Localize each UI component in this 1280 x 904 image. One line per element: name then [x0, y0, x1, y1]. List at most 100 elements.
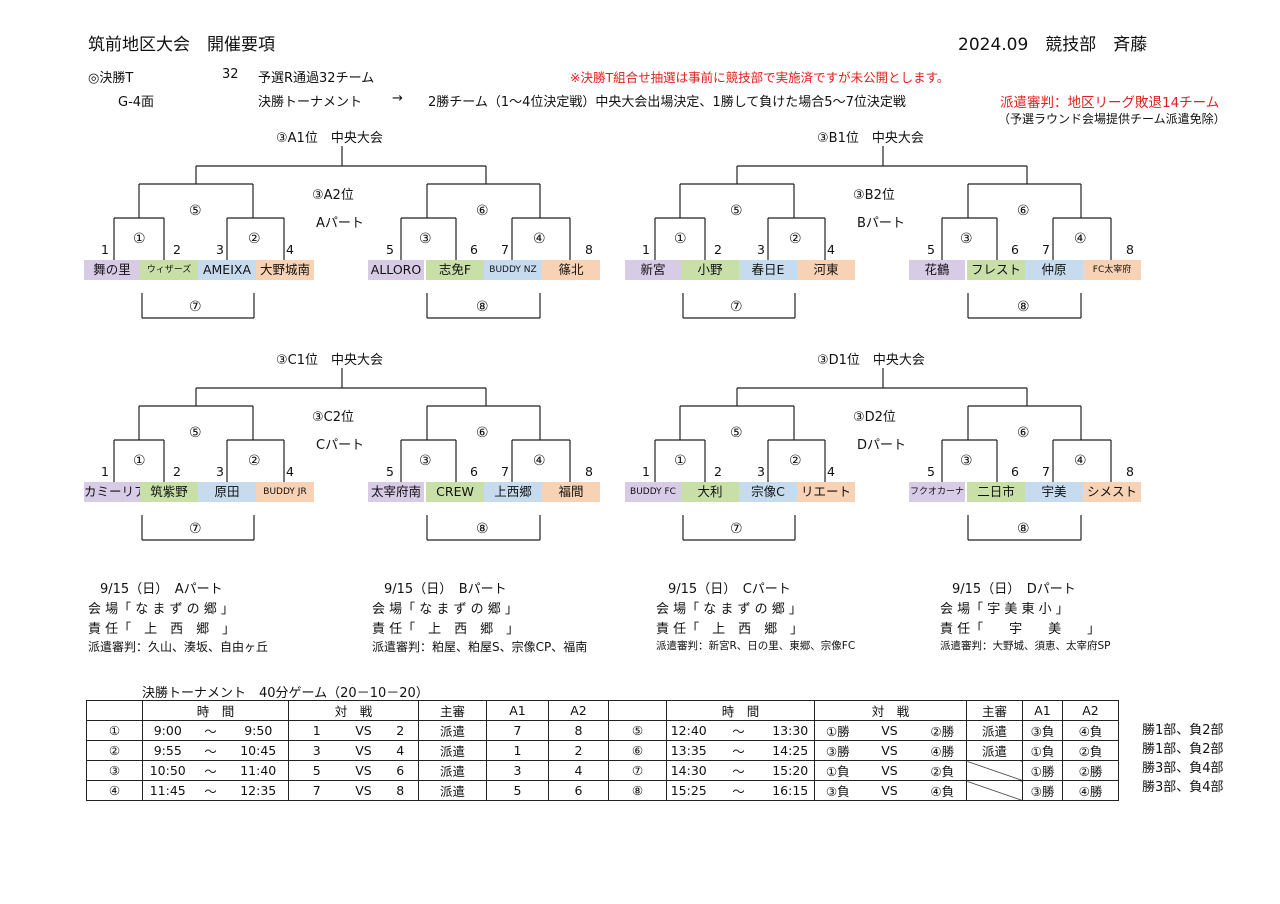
- seed-number: 6: [1011, 464, 1019, 479]
- schedule-cell: [966, 760, 1023, 781]
- schedule-cell: ②負: [1062, 740, 1119, 761]
- header-referee-2: 主審: [966, 700, 1023, 721]
- venue-venue: 会 場「 な ま ず の 郷 」: [372, 602, 518, 617]
- schedule-cell: 11:40: [228, 760, 289, 781]
- venue-ref: 派遣審判：粕屋、粕屋S、宗像CP、福南: [372, 640, 588, 654]
- match-3-mark: ③: [419, 453, 432, 469]
- team-cell: ウィザーズ: [140, 260, 198, 280]
- schedule-cell: ～: [710, 760, 767, 781]
- schedule-cell: 7: [486, 720, 549, 741]
- bracket-top-label: ③A1位 中央大会: [276, 131, 383, 146]
- schedule-cell: ～: [710, 720, 767, 741]
- final-t-label: ◎決勝T: [88, 71, 134, 86]
- schedule-cell: 10:45: [228, 740, 289, 761]
- bracket-top-label: ③D1位 中央大会: [817, 353, 925, 368]
- schedule-cell: ①負: [814, 760, 861, 781]
- schedule-cell: 1: [486, 740, 549, 761]
- match-2-mark: ②: [248, 231, 261, 247]
- schedule-cell: ③負: [814, 780, 861, 801]
- match-4-mark: ④: [1074, 453, 1087, 469]
- match-5-mark: ⑤: [730, 425, 743, 441]
- venue-resp: 責 任「 上 西 郷 」: [372, 622, 520, 637]
- seed-number: 5: [386, 464, 394, 479]
- schedule-cell: ②: [86, 740, 143, 761]
- venue-resp: 責 任「 上 西 郷 」: [88, 622, 236, 637]
- schedule-cell: 8: [382, 780, 419, 801]
- schedule-cell: 6: [548, 780, 609, 801]
- schedule-cell: ③負: [1022, 720, 1063, 741]
- venue-date: 9/15（日） Cパート: [668, 582, 791, 597]
- schedule-cell: ⑧: [608, 780, 667, 801]
- venue-date: 9/15（日） Aパート: [100, 582, 223, 597]
- schedule-cell: 派遣: [418, 740, 487, 761]
- seed-number: 5: [386, 242, 394, 257]
- match-8-mark: ⑧: [1017, 299, 1030, 315]
- schedule-cell: 9:50: [228, 720, 289, 741]
- schedule-header-row: 時 間 対 戦 主審 A1 A2 時 間 対 戦 主審 A1 A2: [86, 700, 1119, 721]
- referee-text: 派遣審判：地区リーグ敗退14チーム: [1000, 95, 1220, 111]
- bracket-lines: [113, 146, 571, 319]
- team-cell: FC太宰府: [1083, 260, 1141, 280]
- schedule-cell: 12:40: [666, 720, 711, 741]
- bracket-second-label: ③C2位: [312, 410, 355, 425]
- seed-number: 6: [1011, 242, 1019, 257]
- arrow-glyph: →: [392, 91, 403, 106]
- schedule-cell: [966, 780, 1023, 801]
- schedule-caption: 決勝トーナメント 40分ゲーム（20－10－20）: [142, 686, 429, 701]
- schedule-cell: ～: [192, 720, 229, 741]
- seed-number: 1: [642, 464, 650, 479]
- match-8-mark: ⑧: [476, 299, 489, 315]
- desc-text: 2勝チーム（1～4位決定戦）中央大会出場決定、1勝して負けた場合5～7位決定戦: [428, 95, 906, 110]
- schedule-cell: ①: [86, 720, 143, 741]
- schedule-cell: 派遣: [966, 740, 1023, 761]
- seed-number: 3: [216, 242, 224, 257]
- team-cell: BUDDY JR: [256, 482, 314, 502]
- seed-number: 7: [501, 464, 509, 479]
- match-1-mark: ①: [674, 453, 687, 469]
- match-6-mark: ⑥: [1017, 425, 1030, 441]
- team-cell: シメスト: [1083, 482, 1141, 502]
- match-7-mark: ⑦: [730, 521, 743, 537]
- match-2-mark: ②: [789, 231, 802, 247]
- result-note: 勝3部、負4部: [1142, 780, 1224, 795]
- schedule-cell: ～: [192, 740, 229, 761]
- match-5-mark: ⑤: [189, 425, 202, 441]
- schedule-cell: VS: [344, 720, 383, 741]
- team-cell: AMEIXA: [198, 260, 256, 280]
- venue-resp: 責 任「 宇 美 」: [940, 622, 1101, 637]
- team-cell: 上西郷: [484, 482, 542, 502]
- seed-number: 8: [585, 464, 593, 479]
- team-cell: フクオカーナ: [909, 482, 965, 502]
- schedule-cell: ②負: [918, 760, 967, 781]
- venue-date: 9/15（日） Bパート: [384, 582, 507, 597]
- schedule-cell: ②勝: [1062, 760, 1119, 781]
- schedule-cell: VS: [860, 720, 919, 741]
- seed-number: 2: [714, 242, 722, 257]
- schedule-cell: 派遣: [418, 780, 487, 801]
- seed-number: 4: [827, 464, 835, 479]
- match-5-mark: ⑤: [730, 203, 743, 219]
- schedule-cell: 9:00: [142, 720, 193, 741]
- team-cell: 福間: [542, 482, 600, 502]
- venue-date: 9/15（日） Dパート: [952, 582, 1076, 597]
- schedule-cell: VS: [344, 740, 383, 761]
- schedule-cell: ①勝: [1022, 760, 1063, 781]
- header-time-2: 時 間: [666, 700, 815, 721]
- schedule-cell: 2: [548, 740, 609, 761]
- seed-number: 4: [286, 464, 294, 479]
- match-7-mark: ⑦: [189, 521, 202, 537]
- seed-number: 4: [827, 242, 835, 257]
- seed-number: 3: [216, 464, 224, 479]
- seed-number: 3: [757, 464, 765, 479]
- notice-text: ※決勝T組合せ抽選は事前に競技部で実施済ですが未公開とします。: [570, 70, 950, 85]
- schedule-cell: 3: [486, 760, 549, 781]
- schedule-cell: ～: [192, 780, 229, 801]
- schedule-cell: ～: [710, 780, 767, 801]
- venue-resp: 責 任「 上 西 郷 」: [656, 622, 804, 637]
- seed-number: 8: [1126, 242, 1134, 257]
